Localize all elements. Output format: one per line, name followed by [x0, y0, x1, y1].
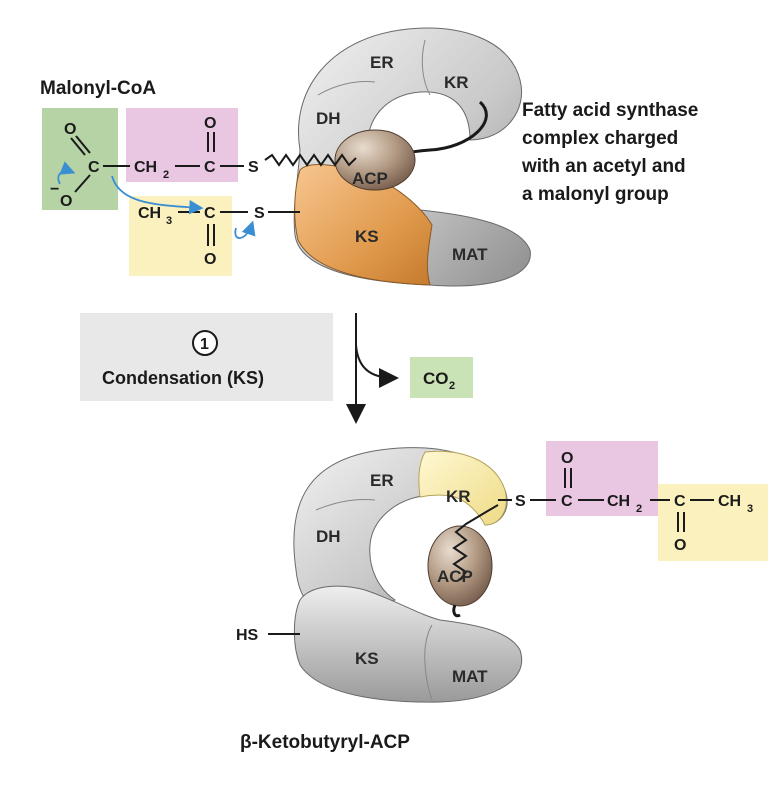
minus-sign: −: [50, 181, 59, 198]
bottom-ch3-sub: 3: [747, 503, 753, 515]
hs-label: HS: [236, 627, 259, 644]
caption-line-4: a malonyl group: [522, 184, 669, 205]
o-carbonyl-1: O: [64, 121, 76, 138]
carbon-3: C: [204, 205, 216, 222]
ch3-sub: 3: [166, 215, 172, 227]
malonyl-carboxyl-box: [42, 108, 118, 210]
o-carbonyl-2: O: [204, 115, 216, 132]
electron-arrow-1: [57, 161, 76, 185]
caption-line-3: with an acetyl and: [521, 156, 686, 177]
bottom-ch2-sub: 2: [636, 503, 642, 515]
ch2-group: CH: [134, 159, 157, 176]
bottom-o-1: O: [561, 450, 573, 467]
step-label: Condensation (KS): [102, 368, 264, 388]
bottom-kr-label: KR: [446, 487, 471, 506]
bottom-ks-label: KS: [355, 649, 379, 668]
ch2-sub: 2: [163, 169, 169, 181]
bottom-dh-label: DH: [316, 527, 341, 546]
bottom-acp-domain: [427, 525, 493, 607]
o-minus: O: [60, 193, 72, 210]
top-acp-label: ACP: [352, 169, 388, 188]
caption-line-2: complex charged: [522, 128, 678, 149]
bottom-title: β-Ketobutyryl-ACP: [240, 732, 410, 753]
top-er-label: ER: [370, 53, 394, 72]
co2-release-arrow: [355, 344, 399, 388]
bottom-yellow-box: [658, 484, 768, 561]
electron-arrow-3: [234, 220, 256, 239]
carbon-1: C: [88, 159, 100, 176]
malonyl-thioester-box: [126, 108, 238, 182]
caption-line-1: Fatty acid synthase: [522, 100, 698, 121]
co2-label: CO: [423, 369, 449, 388]
bottom-complex: ER KR DH ACP KS MAT HS S C O CH 2 C CH 3…: [236, 441, 768, 753]
bottom-sulfur: S: [515, 493, 526, 510]
bottom-ch3: CH: [718, 493, 741, 510]
co2-sub: 2: [449, 380, 455, 392]
step-number: 1: [200, 336, 209, 353]
ch3-group: CH: [138, 205, 161, 222]
bottom-acp-label: ACP: [437, 567, 473, 586]
top-mat-label: MAT: [452, 245, 488, 264]
bottom-o-2: O: [674, 537, 686, 554]
bottom-ks-mat-body: [293, 585, 523, 703]
bottom-ch2: CH: [607, 493, 630, 510]
co2-box: [410, 357, 473, 398]
step-box: [80, 313, 333, 401]
condensation-step: 1 Condensation (KS) CO 2: [80, 313, 473, 424]
bottom-carbon-1: C: [561, 493, 573, 510]
sulfur-ks: S: [254, 205, 265, 222]
bottom-er-label: ER: [370, 471, 394, 490]
bottom-carbon-2: C: [674, 493, 686, 510]
top-kr-label: KR: [444, 73, 469, 92]
electron-arrow-2: [111, 175, 204, 215]
top-dh-label: DH: [316, 109, 341, 128]
top-complex: ER KR DH ACP KS MAT O C O − CH 2 O C S C…: [40, 27, 698, 287]
o-carbonyl-3: O: [204, 251, 216, 268]
bottom-mat-label: MAT: [452, 667, 488, 686]
step-number-circle: [192, 330, 218, 356]
sulfur-coa: S: [248, 159, 259, 176]
malonyl-coa-title: Malonyl-CoA: [40, 78, 156, 99]
top-ks-label: KS: [355, 227, 379, 246]
top-acp-domain: [334, 129, 416, 191]
carbon-2: C: [204, 159, 216, 176]
bottom-kr-domain: [418, 450, 507, 526]
